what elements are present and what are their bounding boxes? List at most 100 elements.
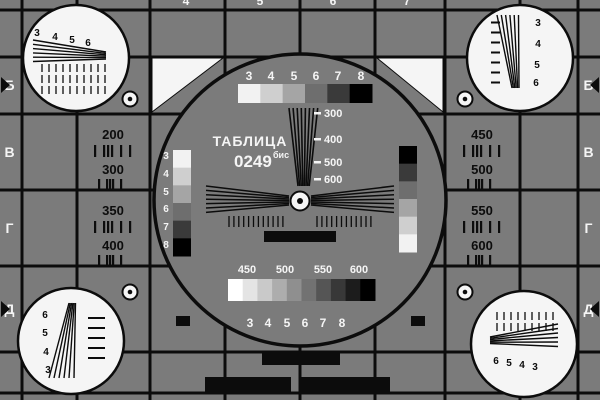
wedge-line bbox=[73, 302, 77, 379]
target-dot bbox=[462, 289, 468, 295]
central-test-circle: 3 4 5 6 7 8 300 400 500 600 ТАБЛИЦА 0249… bbox=[152, 52, 448, 348]
wedge-line bbox=[496, 14, 513, 89]
top-edge-numbers: 4 5 6 7 bbox=[183, 0, 411, 8]
corner-test-circle-bottom-right: 6 5 4 3 bbox=[469, 289, 579, 399]
tick bbox=[489, 179, 492, 189]
wedge-line bbox=[504, 14, 516, 89]
gray-step bbox=[173, 238, 191, 257]
wedge-line bbox=[296, 107, 302, 187]
tick bbox=[107, 145, 110, 157]
tick bbox=[489, 221, 492, 233]
gray-step bbox=[242, 279, 258, 301]
panel-value: 400 bbox=[102, 238, 124, 253]
tick bbox=[498, 221, 501, 233]
resolution-wedge bbox=[496, 14, 520, 89]
tick bbox=[498, 145, 501, 157]
tick bbox=[94, 145, 97, 157]
tick bbox=[463, 221, 466, 233]
tick bbox=[481, 255, 484, 265]
tick bbox=[476, 145, 479, 157]
gray-step bbox=[399, 234, 417, 253]
wedge-line bbox=[500, 14, 515, 89]
gray-step bbox=[260, 84, 284, 103]
tick bbox=[472, 221, 475, 233]
tick bbox=[491, 41, 500, 44]
wedge-number: 6 bbox=[493, 356, 499, 367]
wedge-label-dash bbox=[314, 161, 321, 164]
sync-bar bbox=[300, 377, 390, 392]
gray-step-number: 7 bbox=[320, 316, 327, 330]
wedge-line bbox=[310, 204, 395, 214]
tick bbox=[467, 255, 470, 265]
wedge-line bbox=[32, 47, 107, 56]
gray-step-number: 6 bbox=[302, 316, 309, 330]
edge-number: 7 bbox=[404, 0, 411, 8]
wedge-line bbox=[489, 332, 559, 341]
gray-step bbox=[327, 84, 351, 103]
wedge-line bbox=[205, 204, 290, 214]
tick bbox=[111, 221, 114, 233]
gray-step-number: 4 bbox=[265, 316, 272, 330]
tick-marks bbox=[94, 145, 132, 265]
gray-step-number: 5 bbox=[291, 69, 298, 83]
wedge-line bbox=[205, 189, 290, 199]
gray-step bbox=[330, 279, 347, 301]
wedge-number: 3 bbox=[535, 18, 541, 29]
wedge-line bbox=[310, 201, 395, 205]
convergence-triangle-right bbox=[375, 57, 444, 114]
gray-step-number: 3 bbox=[246, 69, 253, 83]
wedge-number: 6 bbox=[42, 310, 48, 321]
wedge-number: 4 bbox=[535, 39, 541, 50]
tick bbox=[491, 21, 500, 24]
wedge-line bbox=[58, 302, 73, 379]
wedge-line bbox=[68, 302, 75, 379]
wedge-line bbox=[305, 107, 311, 187]
wedge-line bbox=[32, 43, 107, 55]
wedge-line bbox=[63, 302, 74, 379]
wedge-line bbox=[310, 194, 395, 200]
convergence-triangle-left bbox=[151, 57, 225, 114]
gray-step bbox=[349, 84, 373, 103]
wedge-line bbox=[306, 107, 315, 187]
vertical-resolution-wedge bbox=[288, 107, 319, 187]
wedge-number: 4 bbox=[52, 32, 58, 43]
grayscale-strip-bottom bbox=[228, 279, 376, 301]
gray-step-number: 6 bbox=[163, 204, 169, 215]
tick bbox=[481, 179, 484, 189]
grayscale-strip-left bbox=[173, 150, 191, 257]
tick bbox=[120, 255, 123, 265]
horizontal-resolution-wedge-right bbox=[310, 185, 395, 214]
gray-step bbox=[228, 279, 244, 301]
edge-letter: Б bbox=[583, 77, 594, 93]
center-target-dot bbox=[297, 198, 303, 204]
wedge-number: 5 bbox=[506, 358, 512, 369]
wedge-line bbox=[48, 302, 70, 379]
panel-value: 500 bbox=[471, 162, 493, 177]
edge-letter: Г bbox=[585, 220, 594, 236]
sync-bar bbox=[205, 377, 291, 392]
gray-step bbox=[282, 84, 306, 103]
tick bbox=[120, 221, 123, 233]
wedge-line bbox=[310, 189, 395, 199]
tick-marks bbox=[496, 312, 554, 331]
tick bbox=[491, 71, 500, 74]
wedge-number: 4 bbox=[43, 347, 49, 358]
tick bbox=[480, 221, 483, 233]
frequency-number: 500 bbox=[276, 264, 294, 276]
tick bbox=[491, 51, 500, 54]
wedge-number: 4 bbox=[519, 360, 525, 371]
gray-step bbox=[399, 181, 417, 200]
wedge-line bbox=[32, 39, 107, 53]
reference-black-bar bbox=[264, 231, 336, 242]
left-frequency-panel: 200 300 350 400 bbox=[94, 127, 132, 265]
corner-test-circle-top-right: 3 4 5 6 bbox=[465, 3, 575, 113]
wedge-line bbox=[205, 194, 290, 200]
resolution-wedge bbox=[32, 39, 107, 63]
edge-letter: В bbox=[4, 144, 15, 160]
wedge-number: 5 bbox=[534, 60, 540, 71]
edge-letter: Г bbox=[6, 220, 15, 236]
wedge-label-dash bbox=[314, 138, 321, 141]
tick bbox=[88, 357, 105, 359]
gray-step-number: 5 bbox=[284, 316, 291, 330]
